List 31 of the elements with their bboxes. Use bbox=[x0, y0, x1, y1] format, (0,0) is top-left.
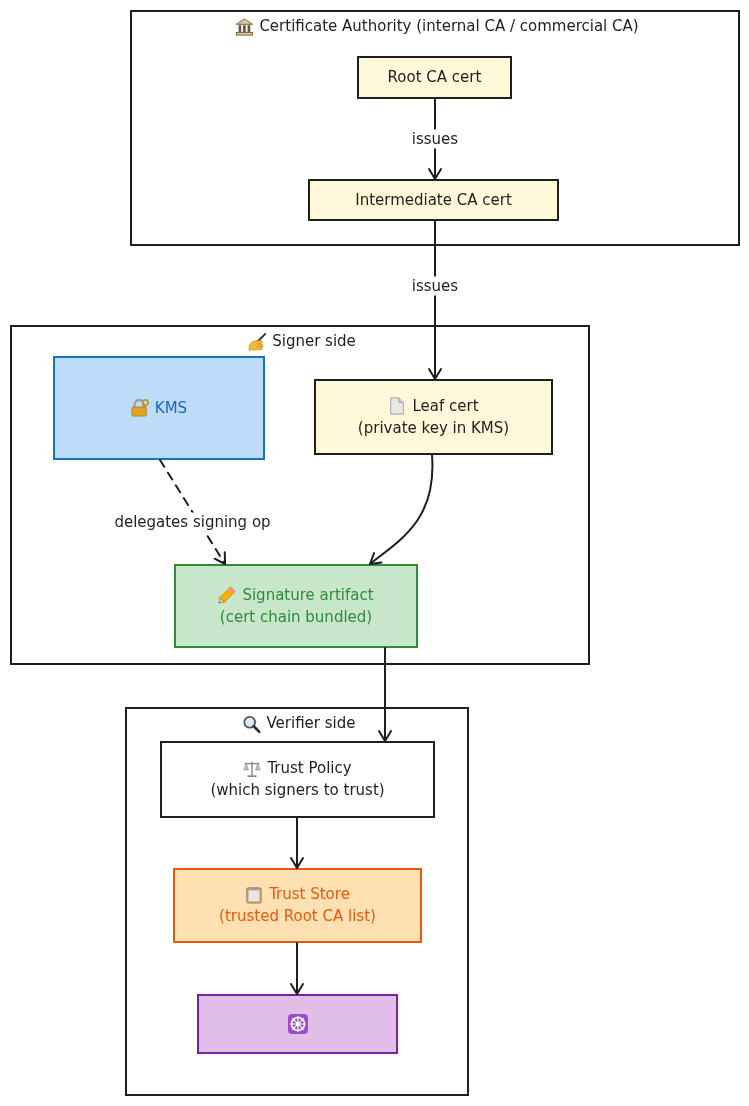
group-title: Verifier side bbox=[266, 714, 356, 733]
arrow bbox=[369, 454, 434, 565]
node-note: (which signers to trust) bbox=[210, 781, 385, 800]
group-title: Certificate Authority (internal CA / commercial CA) bbox=[259, 17, 639, 36]
node-note: (private key in KMS) bbox=[357, 418, 510, 438]
group-frame bbox=[125, 707, 469, 1096]
node-label: Trust Policy bbox=[267, 759, 352, 778]
node-label: KMS bbox=[154, 398, 188, 418]
arrow bbox=[290, 817, 304, 869]
arrow bbox=[290, 942, 304, 995]
node-label: Intermediate CA cert bbox=[355, 190, 512, 210]
process-box bbox=[357, 56, 512, 99]
process-box bbox=[173, 868, 422, 943]
process-box bbox=[314, 379, 553, 455]
node-label: Signature artifact bbox=[242, 585, 374, 605]
node-label: Root CA cert bbox=[387, 68, 482, 87]
group-frame bbox=[10, 325, 590, 665]
process-box bbox=[53, 356, 265, 460]
node-label: Trust Store bbox=[269, 885, 350, 904]
node-note: (cert chain bundled) bbox=[219, 607, 373, 627]
process-box bbox=[160, 741, 435, 818]
process-box bbox=[174, 564, 418, 648]
process-box bbox=[197, 994, 398, 1054]
arrow bbox=[378, 647, 392, 742]
dashed-arrow bbox=[159, 459, 226, 565]
group-frame bbox=[130, 10, 740, 246]
process-box bbox=[308, 179, 559, 221]
group-title: Signer side bbox=[272, 332, 356, 351]
node-label: Leaf cert bbox=[412, 396, 479, 416]
node-note: (trusted Root CA list) bbox=[219, 907, 376, 926]
arrow bbox=[428, 220, 442, 380]
